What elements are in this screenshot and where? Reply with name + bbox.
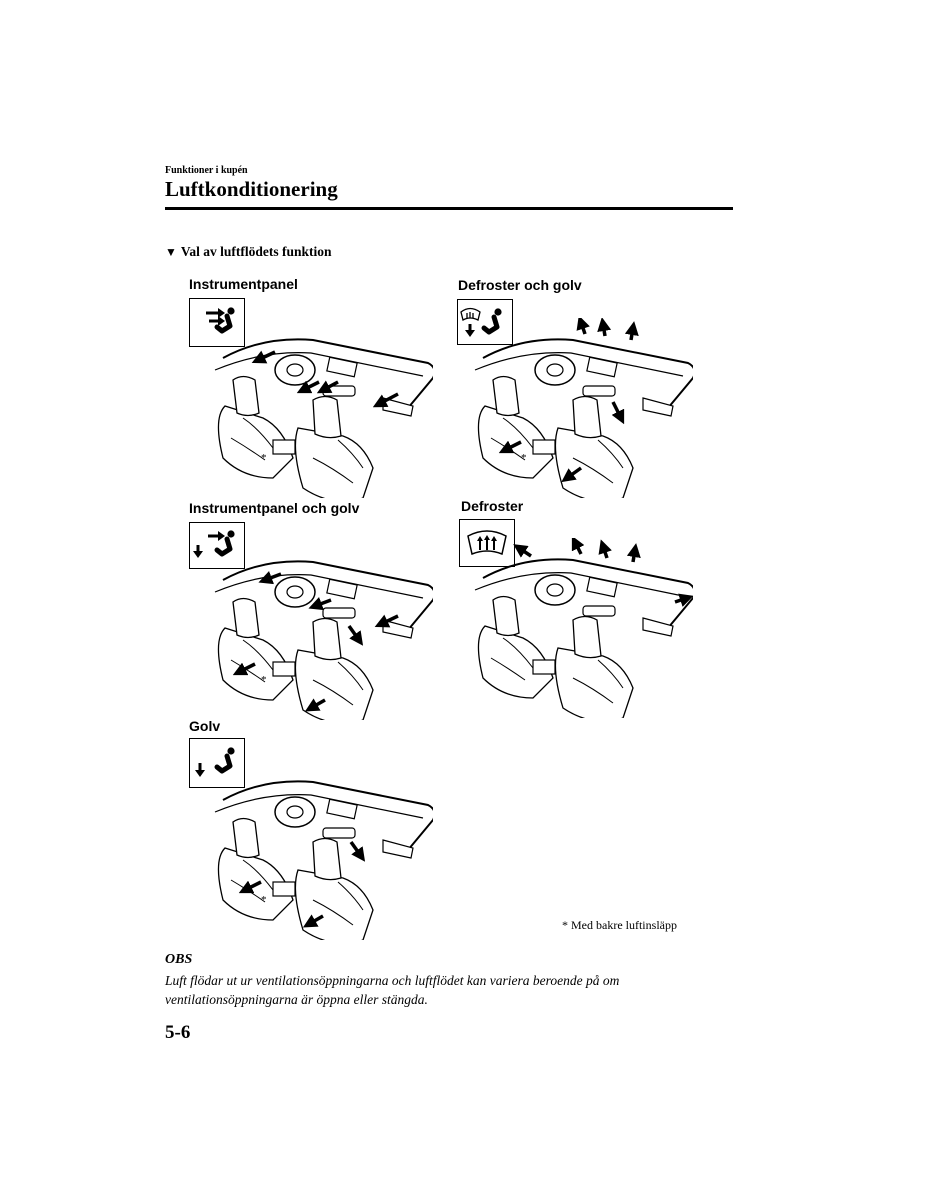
interior-illustration-floor: * xyxy=(203,760,433,940)
interior-illustration-panel: * xyxy=(203,318,433,498)
triangle-marker-icon: ▼ xyxy=(165,245,177,259)
mode-label-defrost-floor: Defroster och golv xyxy=(458,277,582,293)
note-heading: OBS xyxy=(165,952,193,967)
page-title: Luftkonditionering xyxy=(165,177,338,201)
panel-floor-mode-icon xyxy=(189,522,245,569)
section-label: Funktioner i kupén xyxy=(165,165,248,176)
defrost-floor-mode-icon xyxy=(457,299,513,345)
panel-mode-icon xyxy=(189,298,245,347)
defrost-mode-icon xyxy=(459,519,515,567)
rear-vent-marker: * xyxy=(521,452,527,464)
mode-label-panel: Instrumentpanel xyxy=(189,276,298,292)
mode-label-floor: Golv xyxy=(189,718,221,734)
subheading-text: Val av luftflödets funktion xyxy=(180,244,332,259)
mode-label-defrost: Defroster xyxy=(461,498,524,514)
title-rule xyxy=(165,207,733,210)
rear-vent-marker: * xyxy=(261,674,267,686)
footnote: * Med bakre luftinsläpp xyxy=(562,918,677,932)
rear-vent-marker: * xyxy=(261,894,267,906)
interior-illustration-defrost xyxy=(463,538,693,718)
subheading: ▼Val av luftflödets funktion xyxy=(165,244,332,260)
interior-illustration-defrost-floor: * xyxy=(463,318,693,498)
interior-illustration-panel-floor: * xyxy=(203,540,433,720)
floor-mode-icon xyxy=(189,738,245,788)
page-number: 5-6 xyxy=(165,1022,191,1043)
note-body: Luft flödar ut ur ventilationsöppningarn… xyxy=(165,973,620,1007)
rear-vent-marker: * xyxy=(261,452,267,464)
mode-label-panel-floor: Instrumentpanel och golv xyxy=(189,500,360,516)
